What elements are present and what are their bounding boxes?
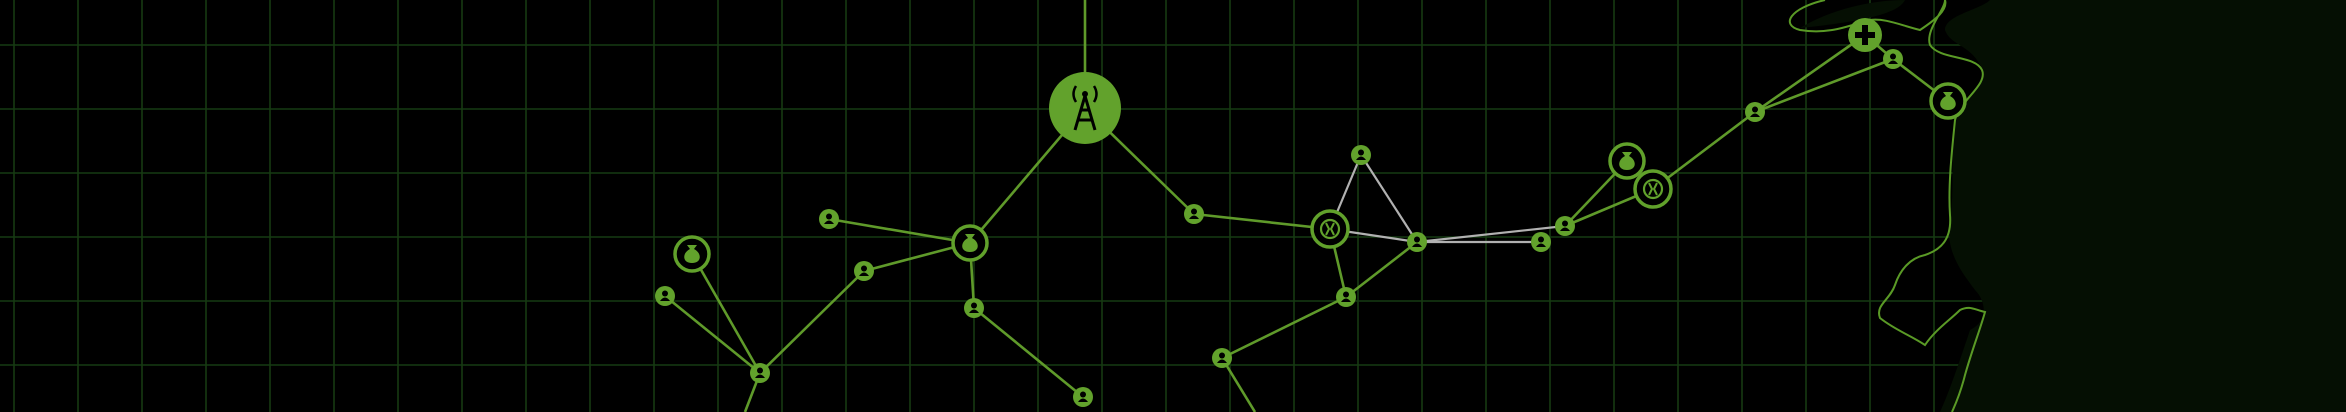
tower-waves — [1072, 85, 1098, 103]
bag-shape — [684, 245, 700, 263]
cross-horizontal — [1855, 32, 1875, 38]
medical-cross-icon[interactable] — [1848, 18, 1882, 52]
person-body — [1412, 243, 1422, 247]
person-icon[interactable] — [655, 286, 675, 306]
link-hub-left-p1 — [828, 217, 971, 245]
person-body — [660, 297, 670, 301]
person-icon[interactable] — [964, 298, 984, 318]
bag-shape — [1940, 92, 1956, 110]
person-icon[interactable] — [1407, 232, 1427, 252]
person-icon[interactable] — [1531, 232, 1551, 252]
bag-shape — [962, 234, 978, 252]
virus-core — [1642, 178, 1664, 200]
person-body — [1536, 243, 1546, 247]
tower-tip — [1082, 91, 1088, 97]
person-icon[interactable] — [854, 261, 874, 281]
link-p9-p13 — [1221, 295, 1347, 360]
link-virus-right-p14 — [1652, 110, 1756, 191]
person-body — [1560, 227, 1570, 231]
radio-tower-icon[interactable] — [1049, 72, 1121, 144]
coastline — [1788, 0, 2346, 412]
money-bag-icon[interactable] — [673, 235, 711, 273]
person-head — [1890, 53, 1896, 60]
person-icon[interactable] — [1336, 287, 1356, 307]
node-disc — [1049, 72, 1121, 144]
person-body — [1888, 60, 1898, 64]
network-nodes[interactable] — [655, 18, 1967, 407]
person-body — [1356, 156, 1366, 160]
person-body — [1078, 398, 1088, 402]
money-bag-icon[interactable] — [1929, 82, 1967, 120]
person-icon[interactable] — [750, 363, 770, 383]
person-head — [662, 290, 668, 297]
person-body — [1750, 113, 1760, 117]
person-head — [1358, 149, 1364, 156]
person-icon[interactable] — [819, 209, 839, 229]
link-p2-p4 — [759, 270, 865, 374]
person-icon[interactable] — [1212, 348, 1232, 368]
link-p8-p10 — [1360, 154, 1418, 243]
person-body — [1341, 298, 1351, 302]
person-body — [824, 220, 834, 224]
person-head — [1080, 391, 1086, 398]
person-icon[interactable] — [1555, 216, 1575, 236]
link-p10-p9 — [1345, 240, 1418, 299]
link-p5-virus-center — [1193, 212, 1331, 231]
person-body — [969, 309, 979, 313]
person-head — [1752, 106, 1758, 113]
link-p3-p6 — [973, 306, 1084, 399]
person-head — [1414, 236, 1420, 243]
person-head — [757, 367, 763, 374]
link-p4-p7 — [664, 294, 761, 375]
network-links — [664, 0, 1949, 412]
person-head — [1538, 236, 1544, 243]
person-head — [1191, 208, 1197, 215]
link-p13-bottom-edge-b — [1220, 357, 1257, 412]
person-head — [1219, 352, 1225, 359]
person-icon[interactable] — [1184, 204, 1204, 224]
link-p10-p12 — [1416, 224, 1566, 244]
person-icon[interactable] — [1073, 387, 1093, 407]
link-p14-medical — [1754, 33, 1866, 114]
person-icon[interactable] — [1745, 102, 1765, 122]
person-head — [861, 265, 867, 272]
link-p14-p15 — [1754, 57, 1894, 114]
person-body — [755, 374, 765, 378]
money-bag-icon[interactable] — [951, 224, 989, 262]
person-body — [1189, 215, 1199, 219]
virus-icon[interactable] — [1633, 169, 1673, 209]
person-body — [859, 272, 869, 276]
virus-marks — [1325, 222, 1335, 236]
link-p4-bag-far-left — [690, 253, 762, 374]
person-head — [1343, 291, 1349, 298]
person-icon[interactable] — [1351, 145, 1371, 165]
virus-marks — [1648, 182, 1658, 196]
person-icon[interactable] — [1883, 49, 1903, 69]
virus-core — [1319, 218, 1341, 240]
landmass — [1800, 0, 2346, 412]
money-bag-icon[interactable] — [1608, 142, 1646, 180]
person-body — [1217, 359, 1227, 363]
bag-shape — [1619, 152, 1635, 170]
virus-icon[interactable] — [1310, 209, 1350, 249]
person-head — [1562, 220, 1568, 227]
person-head — [971, 302, 977, 309]
person-head — [826, 213, 832, 220]
